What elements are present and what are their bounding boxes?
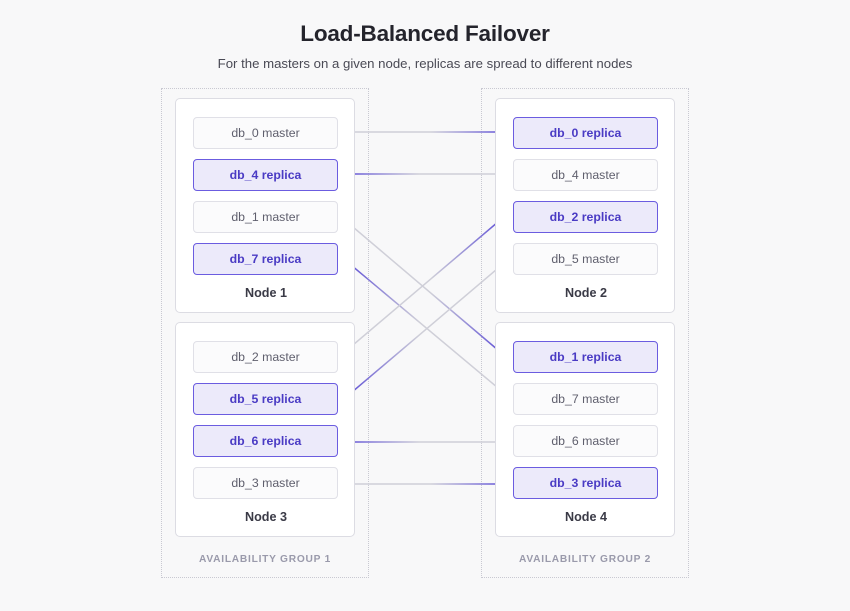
db-box-node4-0[interactable]: db_1 replica (513, 341, 658, 373)
availability-group-2-label: AVAILABILITY GROUP 2 (519, 554, 651, 565)
db-box-node4-2[interactable]: db_6 master (513, 425, 658, 457)
db-box-node2-0[interactable]: db_0 replica (513, 117, 658, 149)
node-card-node4: db_1 replica db_7 master db_6 master db_… (495, 322, 675, 537)
db-box-label: db_2 replica (549, 209, 622, 224)
db-box-label: db_6 replica (229, 433, 302, 448)
db-box-label: db_0 replica (549, 125, 622, 140)
db-box-node2-3[interactable]: db_5 master (513, 243, 658, 275)
node-label-node2: Node 2 (565, 286, 607, 300)
db-box-label: db_6 master (551, 433, 620, 448)
db-box-node2-1[interactable]: db_4 master (513, 159, 658, 191)
db-box-node1-0[interactable]: db_0 master (193, 117, 338, 149)
db-box-label: db_7 master (551, 391, 620, 406)
node-card-node1: db_0 master db_4 replica db_1 master db_… (175, 98, 355, 313)
node-label-node3: Node 3 (245, 510, 287, 524)
node-card-node2: db_0 replica db_4 master db_2 replica db… (495, 98, 675, 313)
header: Load-Balanced Failover For the masters o… (0, 20, 850, 72)
db-box-node4-1[interactable]: db_7 master (513, 383, 658, 415)
db-box-node1-3[interactable]: db_7 replica (193, 243, 338, 275)
db-box-label: db_3 master (231, 475, 300, 490)
db-box-label: db_7 replica (229, 251, 302, 266)
db-box-label: db_3 replica (549, 475, 622, 490)
db-box-node3-1[interactable]: db_5 replica (193, 383, 338, 415)
db-box-label: db_0 master (231, 125, 300, 140)
db-box-label: db_1 master (231, 209, 300, 224)
db-box-label: db_5 master (551, 251, 620, 266)
node-label-node4: Node 4 (565, 510, 607, 524)
db-box-label: db_5 replica (229, 391, 302, 406)
node-label-node1: Node 1 (245, 286, 287, 300)
availability-group-1-label: AVAILABILITY GROUP 1 (199, 554, 331, 565)
db-box-node2-2[interactable]: db_2 replica (513, 201, 658, 233)
node-card-node3: db_2 master db_5 replica db_6 replica db… (175, 322, 355, 537)
db-box-node1-1[interactable]: db_4 replica (193, 159, 338, 191)
db-box-node3-2[interactable]: db_6 replica (193, 425, 338, 457)
db-box-node3-3[interactable]: db_3 master (193, 467, 338, 499)
db-box-label: db_4 master (551, 167, 620, 182)
db-box-node1-2[interactable]: db_1 master (193, 201, 338, 233)
page-title: Load-Balanced Failover (300, 21, 550, 46)
db-box-node3-0[interactable]: db_2 master (193, 341, 338, 373)
db-box-label: db_2 master (231, 349, 300, 364)
db-box-label: db_1 replica (549, 349, 622, 364)
page-subtitle: For the masters on a given node, replica… (217, 56, 633, 71)
db-box-node4-3[interactable]: db_3 replica (513, 467, 658, 499)
db-box-label: db_4 replica (229, 167, 302, 182)
